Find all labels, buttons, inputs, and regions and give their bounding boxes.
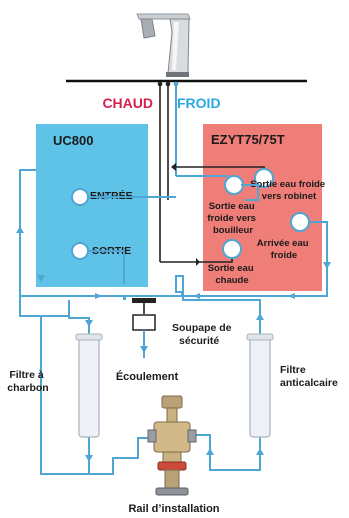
uc800-title: UC800 (53, 133, 93, 148)
hot-label: CHAUD (102, 95, 153, 111)
drain-label: Écoulement (116, 370, 179, 383)
port-cold-boiler (224, 175, 244, 195)
rail-label: Rail d’installation (128, 503, 219, 515)
port-cold-inlet (290, 212, 310, 232)
label-cold-boiler: Sortie eau froide vers bouilleur (207, 201, 258, 236)
ezyt-box (203, 124, 322, 291)
flow-arrows (16, 193, 331, 462)
valve-label: Soupape de sécurité (172, 322, 234, 347)
port-outlet (71, 242, 89, 260)
scale-filter (246, 333, 274, 438)
carbon-filter-label: Filtre à charbon (7, 369, 48, 394)
valve-block (132, 298, 156, 303)
label-hot-out: Sortie eau chaude (208, 263, 257, 286)
scale-filter-label: Filtre anticalcaire (280, 364, 338, 389)
carbon-filter (75, 333, 103, 438)
ezyt-title: EZYT75/75T (211, 132, 285, 147)
port-cold-tap (254, 168, 274, 188)
uc800-box (36, 124, 148, 287)
installation-rail-icon (147, 395, 197, 496)
label-cold-tap: Sortie eau froide vers robinet (250, 179, 328, 202)
safety-valve (132, 314, 156, 331)
label-inlet: ENTRÉE (90, 189, 133, 202)
cold-label: FROID (177, 95, 221, 111)
port-hot-out (222, 239, 242, 259)
faucet-icon (136, 13, 191, 77)
port-inlet (71, 188, 89, 206)
label-cold-inlet: Arrivée eau froide (257, 238, 311, 261)
